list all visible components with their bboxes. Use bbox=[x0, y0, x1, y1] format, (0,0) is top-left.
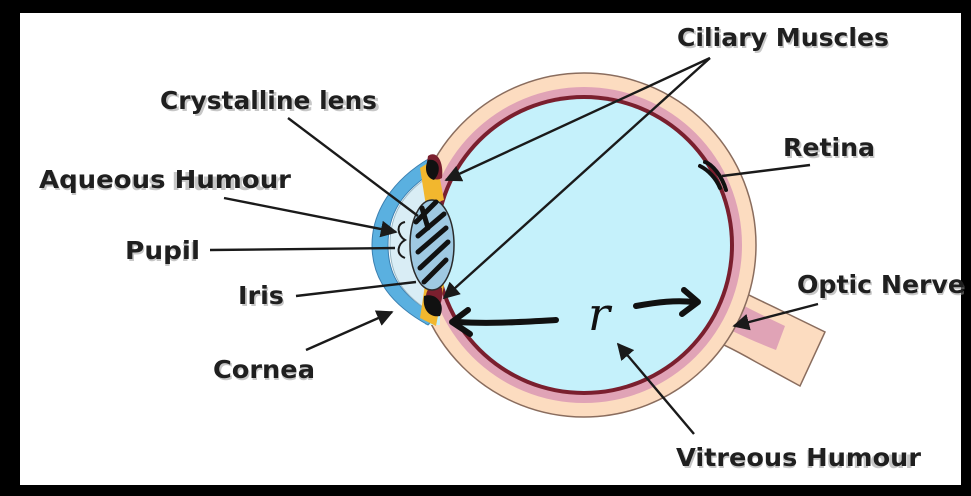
label-cornea: Cornea bbox=[213, 355, 315, 384]
handwritten-arrow-left bbox=[458, 320, 556, 323]
handwritten-r: r bbox=[588, 287, 613, 341]
leader-pupil bbox=[210, 248, 395, 250]
label-vitreous-humour: Vitreous Humour bbox=[676, 443, 922, 472]
label-iris: Iris bbox=[238, 281, 284, 310]
label-aqueous-humour: Aqueous Humour bbox=[39, 165, 292, 194]
label-ciliary-muscles: Ciliary Muscles bbox=[677, 23, 889, 52]
leader-crystalline-lens bbox=[288, 118, 418, 216]
label-crystalline-lens: Crystalline lens bbox=[160, 86, 377, 115]
label-optic-nerve: Optic Nerve bbox=[797, 270, 965, 299]
label-pupil: Pupil bbox=[125, 236, 200, 265]
leader-aqueous-humour bbox=[224, 198, 396, 232]
leader-cornea bbox=[306, 312, 392, 350]
label-retina: Retina bbox=[783, 133, 875, 162]
vitreous-body bbox=[438, 99, 730, 391]
